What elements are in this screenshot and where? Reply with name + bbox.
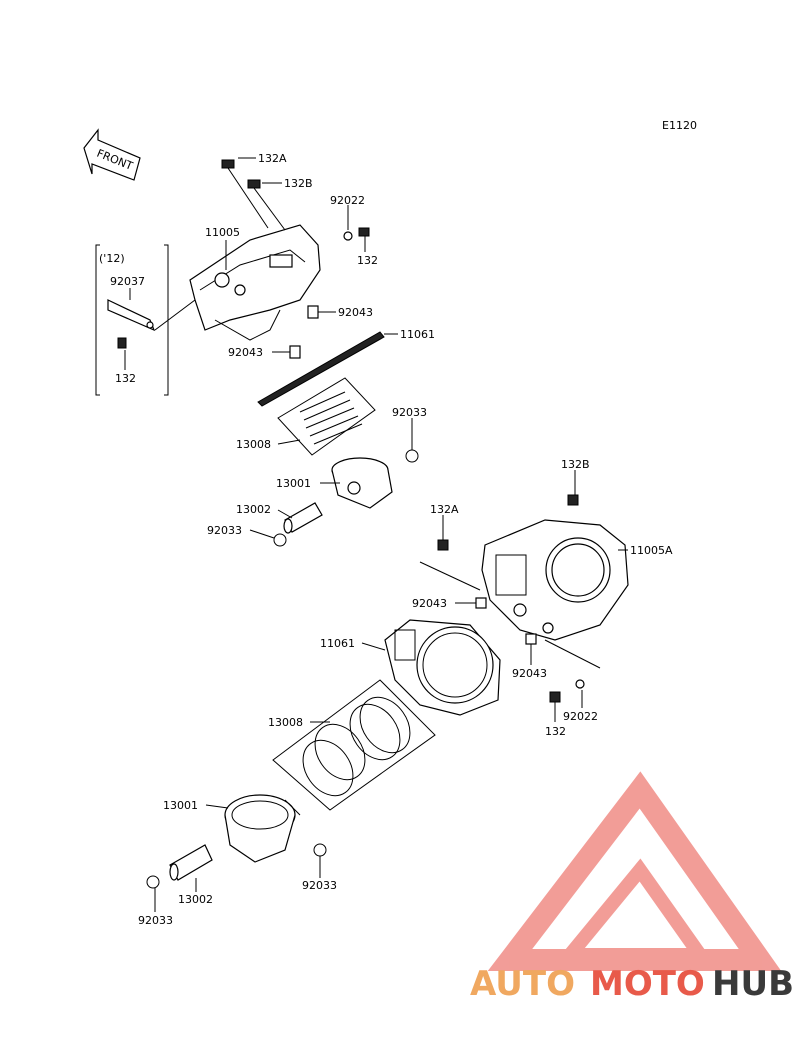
label-132-left: 132 <box>115 372 136 385</box>
part-13001-piston-top <box>331 457 393 509</box>
label-13001-top: 13001 <box>276 477 311 490</box>
label-13008-bottom: 13008 <box>268 716 303 729</box>
watermark-moto: MOTO <box>590 964 705 1004</box>
label-92037: 92037 <box>110 275 145 288</box>
year-note: ('12) <box>99 252 125 265</box>
watermark-hub: HUB <box>712 964 794 1004</box>
part-92022-washer-bottom <box>575 679 585 689</box>
part-92043-dowel-b <box>289 345 301 359</box>
label-92033-mid: 92033 <box>207 524 242 537</box>
part-92033-clip-bottom-right <box>313 843 327 857</box>
watermark-inner-triangle <box>555 858 714 962</box>
watermark-logo <box>487 771 782 971</box>
label-92033-bottom-right: 92033 <box>302 879 337 892</box>
part-132-bolt-left <box>117 337 127 349</box>
part-132B-bolt-top <box>247 179 286 231</box>
label-11061-top: 11061 <box>400 328 435 341</box>
part-132A-bolt-top <box>221 159 269 229</box>
label-132B-top: 132B <box>284 177 313 190</box>
label-13001-bottom: 13001 <box>163 799 198 812</box>
label-92022-bottom: 92022 <box>563 710 598 723</box>
part-11061-gasket-top <box>257 331 385 407</box>
label-132-bottom: 132 <box>545 725 566 738</box>
label-92043-b: 92043 <box>228 346 263 359</box>
part-13001-piston-bottom <box>224 794 296 863</box>
label-92043-c: 92043 <box>412 597 447 610</box>
label-92022-top: 92022 <box>330 194 365 207</box>
part-92043-dowel-d <box>525 633 537 645</box>
part-13008-rings-bottom <box>272 679 436 811</box>
part-132B-bolt-right <box>567 494 579 506</box>
label-132B-right: 132B <box>561 458 590 471</box>
front-arrow-icon: FRONT <box>83 128 141 181</box>
label-11005A: 11005A <box>630 544 673 557</box>
label-13002-top: 13002 <box>236 503 271 516</box>
part-132-bolt-top <box>358 227 370 237</box>
part-92043-dowel-c <box>475 597 487 609</box>
part-92033-clip-bottom-left <box>146 875 160 889</box>
part-92037-strap <box>107 299 156 332</box>
part-13002-pin-top <box>283 502 323 534</box>
label-92033-top: 92033 <box>392 406 427 419</box>
label-92033-bottom-left: 92033 <box>138 914 173 927</box>
part-11005A-cylinder <box>481 519 629 641</box>
diagram-code: E1120 <box>662 119 697 132</box>
part-132-bolt-bottom <box>549 691 561 703</box>
part-92033-clip-mid <box>273 533 287 547</box>
label-11061-bottom: 11061 <box>320 637 355 650</box>
part-11005-head <box>189 224 321 341</box>
part-92033-clip-top <box>405 449 419 463</box>
part-92022-washer-top <box>343 231 353 241</box>
part-13008-rings-top <box>277 377 376 456</box>
part-13002-pin-bottom <box>169 844 213 881</box>
label-13008-top: 13008 <box>236 438 271 451</box>
label-92043-a: 92043 <box>338 306 373 319</box>
label-13002-bottom: 13002 <box>178 893 213 906</box>
part-11061-gasket-bottom <box>384 619 501 716</box>
label-132A-top: 132A <box>258 152 287 165</box>
leader-lines <box>124 157 628 912</box>
watermark-auto: AUTO <box>470 964 575 1004</box>
label-132A-right: 132A <box>430 503 459 516</box>
label-11005: 11005 <box>205 226 240 239</box>
label-132-top: 132 <box>357 254 378 267</box>
part-132A-bolt-right <box>437 539 449 551</box>
part-92043-dowel-a <box>307 305 319 319</box>
label-92043-d: 92043 <box>512 667 547 680</box>
